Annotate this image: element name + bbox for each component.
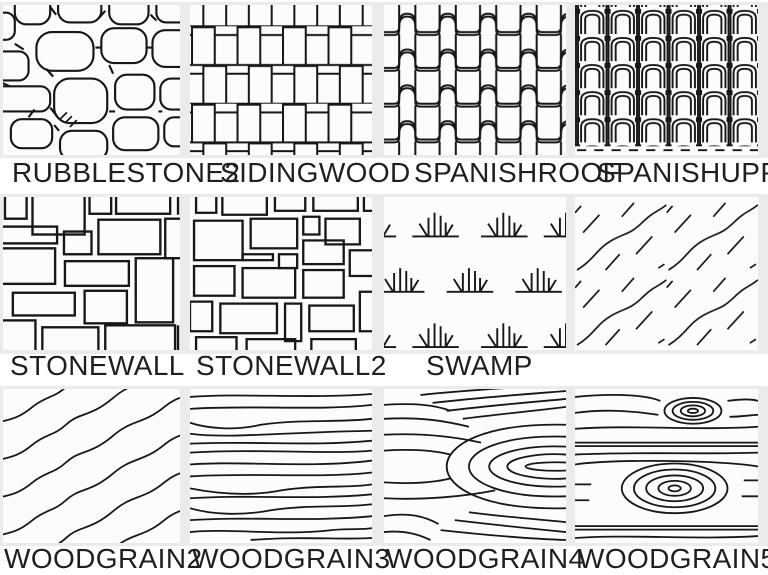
- stone-wall-pattern: [3, 197, 180, 350]
- swatch-woodgrain4[interactable]: [384, 389, 566, 543]
- swatch-woodgrain3[interactable]: [190, 389, 372, 543]
- wood-siding-pattern: [190, 5, 372, 155]
- swatch-swamp[interactable]: [384, 197, 566, 350]
- wood-grain-diagonal-lines-pattern: [3, 389, 180, 543]
- swatch-label-woodgrain2: WOODGRAIN2: [4, 543, 203, 574]
- spanish-upper-pattern: [575, 5, 758, 152]
- swatch-label-stonewall: STONEWALL: [10, 350, 185, 381]
- wood-grain-open-knot-pattern: [384, 389, 566, 541]
- swatch-label-spanishroof: SPANISHROOF: [414, 157, 621, 188]
- swatch-woodgrain5[interactable]: [575, 389, 758, 543]
- swatch-label-stonewall2: STONEWALL2: [196, 350, 387, 381]
- swatch-label-woodgrain4: WOODGRAIN4: [386, 543, 585, 574]
- swatch-sidingwood[interactable]: [190, 5, 372, 155]
- rubble-stone-pattern: [3, 5, 180, 155]
- wood-grain-horizontal-pattern: [190, 393, 372, 541]
- stone-wall-2-pattern: [190, 197, 372, 350]
- swatch-label-sidingwood: SIDINGWOOD: [220, 157, 411, 188]
- swatch-spanishroof[interactable]: [384, 5, 566, 155]
- swatch-label-spanishupper: SPANISHUPPER: [597, 157, 768, 188]
- swatch-woodgrain2[interactable]: [3, 389, 180, 543]
- spanish-roof-pattern: [384, 5, 566, 155]
- swatch-woodgrain-diagonal[interactable]: [575, 197, 758, 350]
- swatch-rubblestone2[interactable]: [3, 5, 180, 155]
- swatch-stonewall2[interactable]: [190, 197, 372, 350]
- swatch-label-woodgrain5: WOODGRAIN5: [578, 543, 768, 574]
- swatch-label-swamp: SWAMP: [426, 350, 533, 381]
- swatch-label-woodgrain3: WOODGRAIN3: [192, 543, 391, 574]
- swatch-label-rubblestone2: RUBBLESTONE2: [12, 157, 241, 188]
- wood-grain-diagonal-dashes-pattern: [575, 197, 758, 350]
- wood-grain-closed-knots-pattern: [575, 394, 758, 539]
- swamp-grass-pattern: [384, 211, 566, 348]
- swatch-spanishupper[interactable]: [575, 5, 758, 155]
- swatch-stonewall[interactable]: [3, 197, 180, 350]
